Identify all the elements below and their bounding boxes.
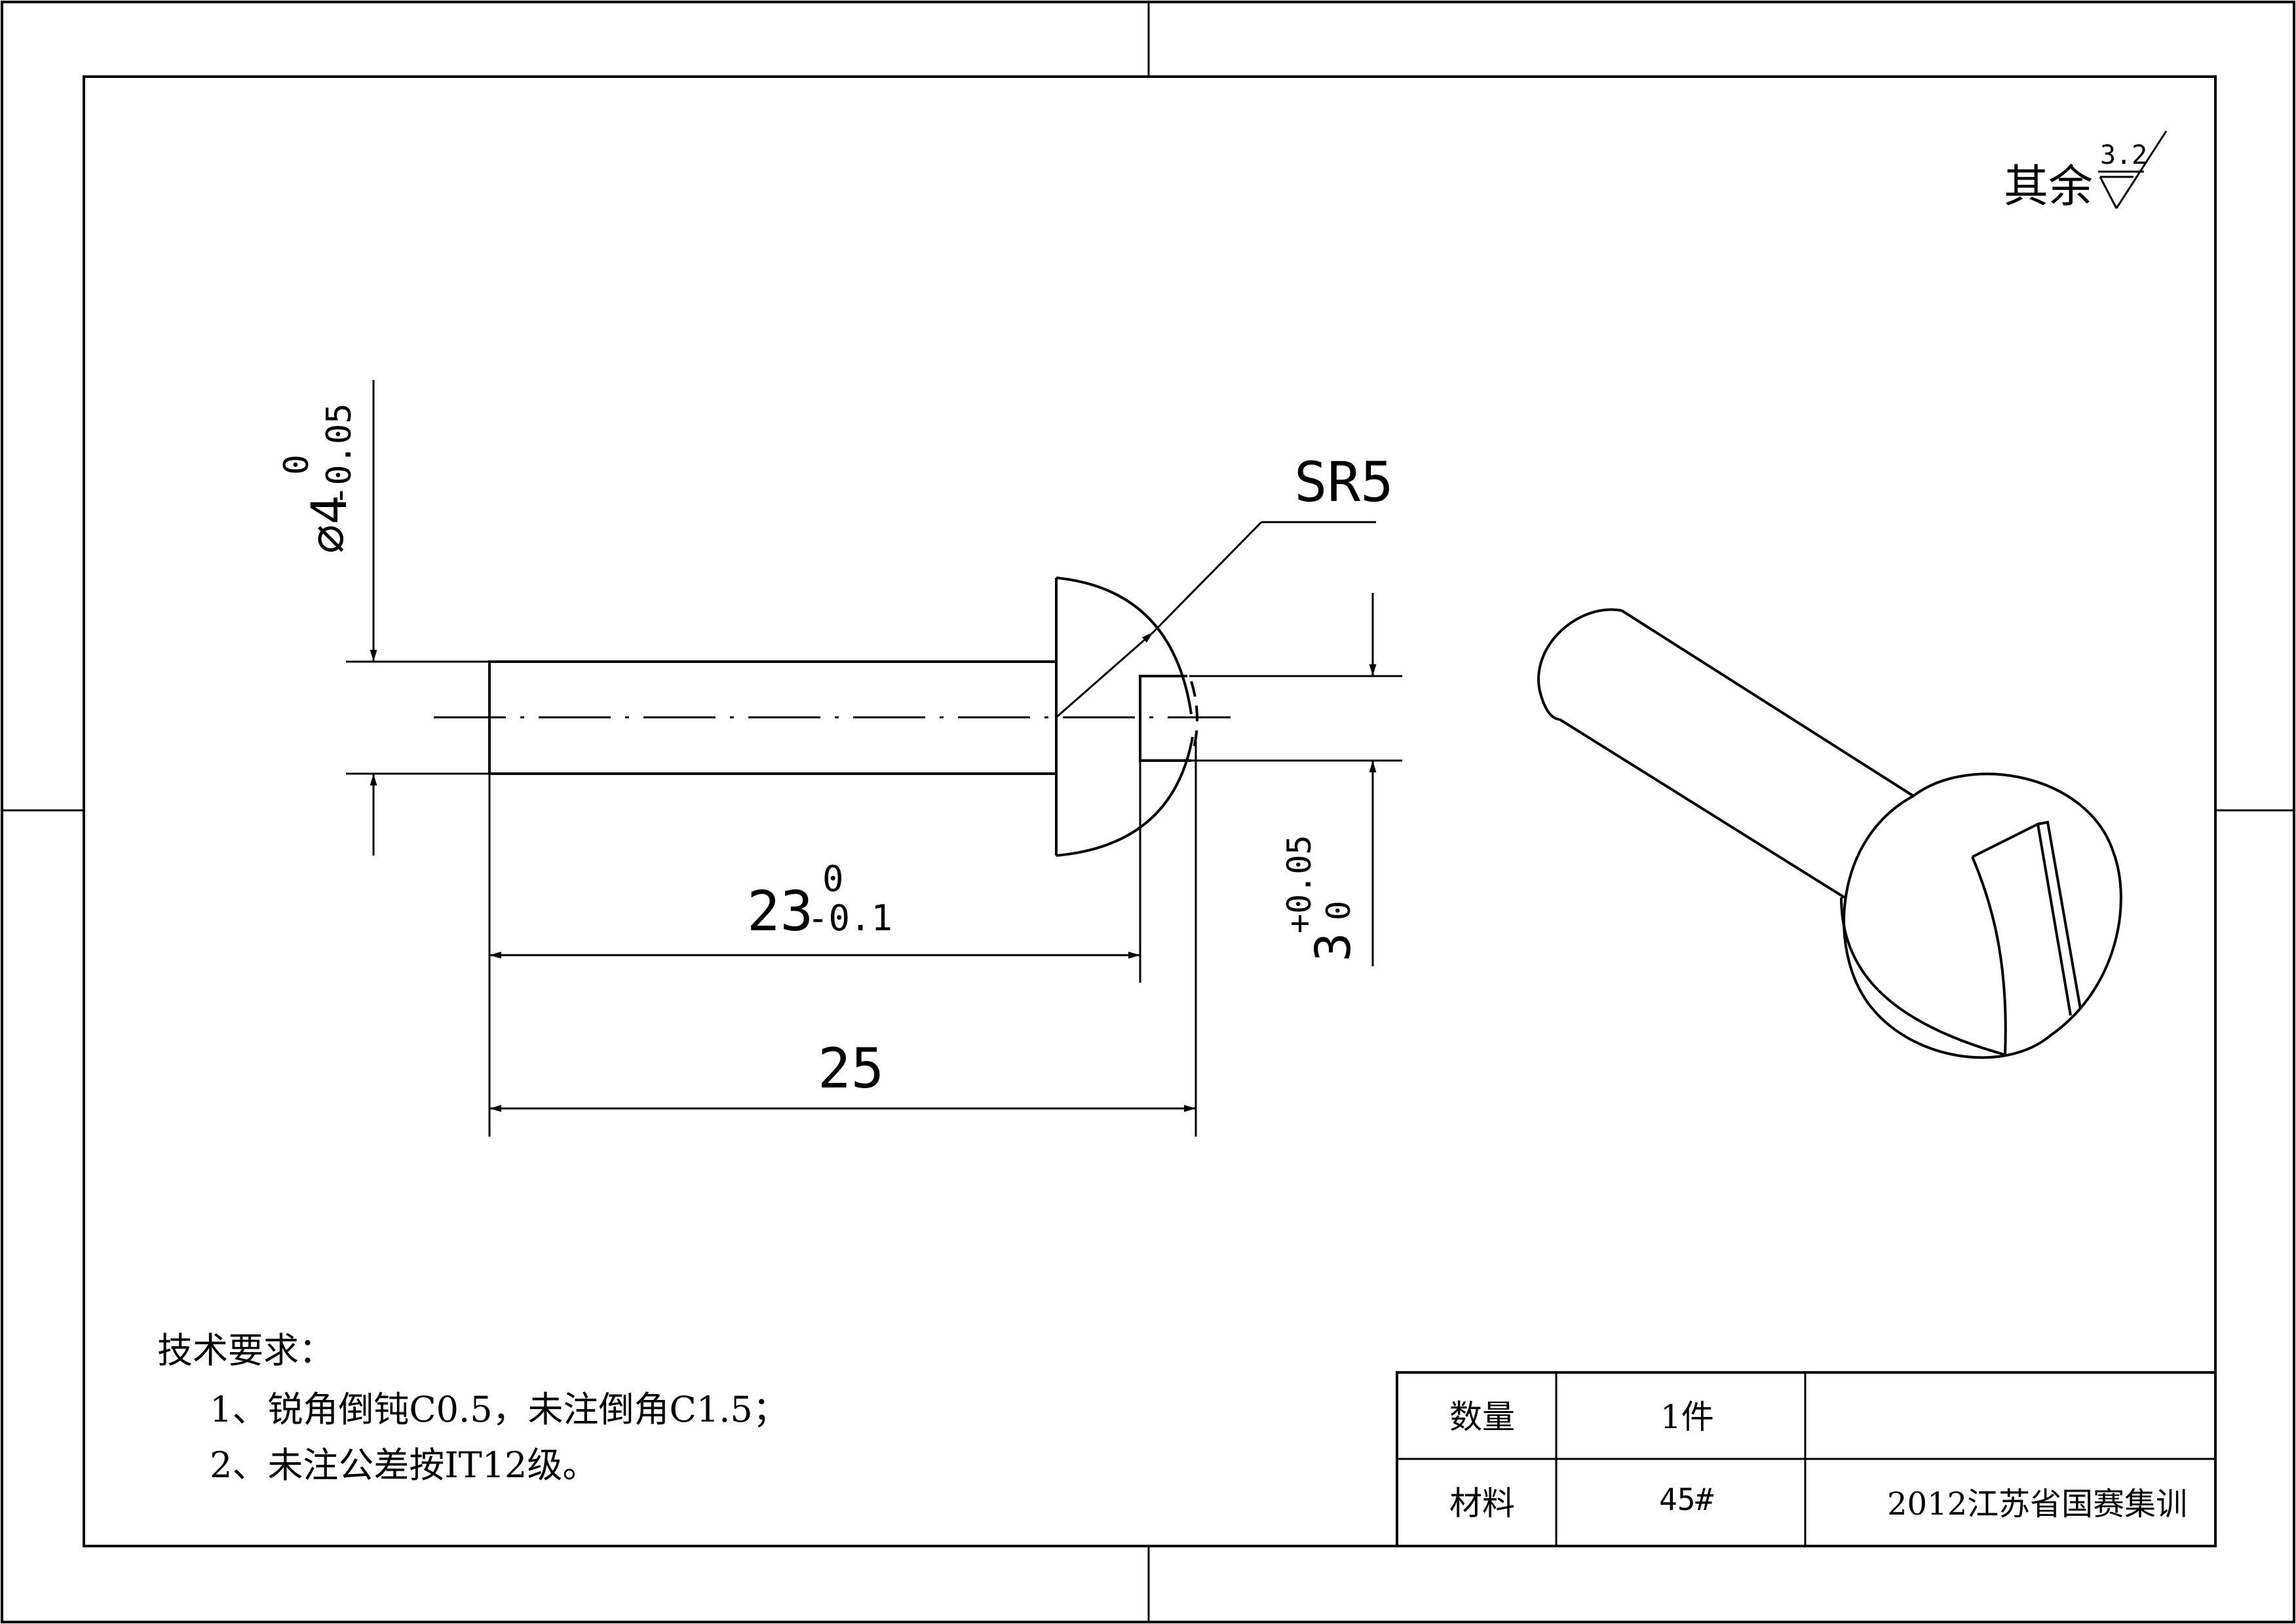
head-dome bbox=[1056, 576, 1193, 715]
leader-line-diag bbox=[1152, 521, 1263, 633]
diameter-dimension: ⌀4 0 -0.05 bbox=[277, 380, 488, 856]
surface-finish-value: 3.2 bbox=[2100, 140, 2147, 170]
slot-tol-lower: 0 bbox=[1320, 901, 1358, 920]
inner-border bbox=[83, 75, 2217, 1547]
iso-shank-bottom bbox=[1558, 718, 1846, 899]
qty-value: 1件 bbox=[1660, 1398, 1714, 1436]
slot-tol-upper: +0.05 bbox=[1280, 835, 1318, 934]
length-25-value: 25 bbox=[818, 1036, 884, 1101]
roughness-symbol-icon bbox=[2098, 130, 2168, 209]
material-value: 45# bbox=[1659, 1482, 1713, 1517]
tech-req-title: 技术要求： bbox=[157, 1330, 334, 1371]
radius-label: SR5 bbox=[1294, 450, 1394, 514]
length-25-dimension: 25 bbox=[489, 737, 1197, 1137]
isometric-view bbox=[1537, 608, 2122, 1059]
material-label: 材料 bbox=[1449, 1484, 1515, 1522]
length-23-value: 23 bbox=[747, 879, 813, 943]
tech-req-item-1: 1、锐角倒钝C0.5，未注倒角C1.5； bbox=[210, 1389, 788, 1430]
iso-slot bbox=[1971, 820, 2082, 1055]
diameter-tol-upper: 0 bbox=[277, 455, 316, 475]
project-name: 2012江苏省国赛集训 bbox=[1887, 1486, 2187, 1522]
title-block: 数量 1件 材料 45# 2012江苏省国赛集训 bbox=[1396, 1371, 2217, 1547]
length-23-tol-lower: -0.1 bbox=[807, 897, 892, 939]
iso-head-dome bbox=[1843, 772, 2122, 1059]
diameter-value: ⌀4 bbox=[301, 495, 358, 554]
leader-line bbox=[1056, 631, 1154, 719]
surface-finish: 其余 3.2 bbox=[2004, 130, 2168, 213]
head-dome-lower bbox=[1056, 736, 1194, 857]
iso-head-shadow bbox=[1840, 897, 2006, 1056]
length-23-tol-upper: 0 bbox=[822, 858, 844, 899]
qty-label: 数量 bbox=[1449, 1398, 1515, 1436]
surface-finish-label: 其余 bbox=[2004, 161, 2093, 213]
tech-req-item-2: 2、未注公差按IT12级。 bbox=[210, 1445, 598, 1486]
slot-outline bbox=[1139, 675, 1191, 762]
slot-dimension: 3 +0.05 0 bbox=[1189, 593, 1402, 966]
length-23-dimension: 23 0 -0.1 bbox=[488, 761, 1141, 1137]
diameter-tol-lower: -0.05 bbox=[320, 403, 359, 506]
slot-value: 3 bbox=[1305, 932, 1362, 962]
iso-shank-top bbox=[1620, 609, 1915, 797]
front-view bbox=[434, 576, 1231, 857]
radius-leader: SR5 bbox=[1056, 450, 1394, 719]
iso-shank-end bbox=[1537, 608, 1622, 721]
tech-requirements: 技术要求： 1、锐角倒钝C0.5，未注倒角C1.5； 2、未注公差按IT12级。 bbox=[157, 1330, 788, 1486]
